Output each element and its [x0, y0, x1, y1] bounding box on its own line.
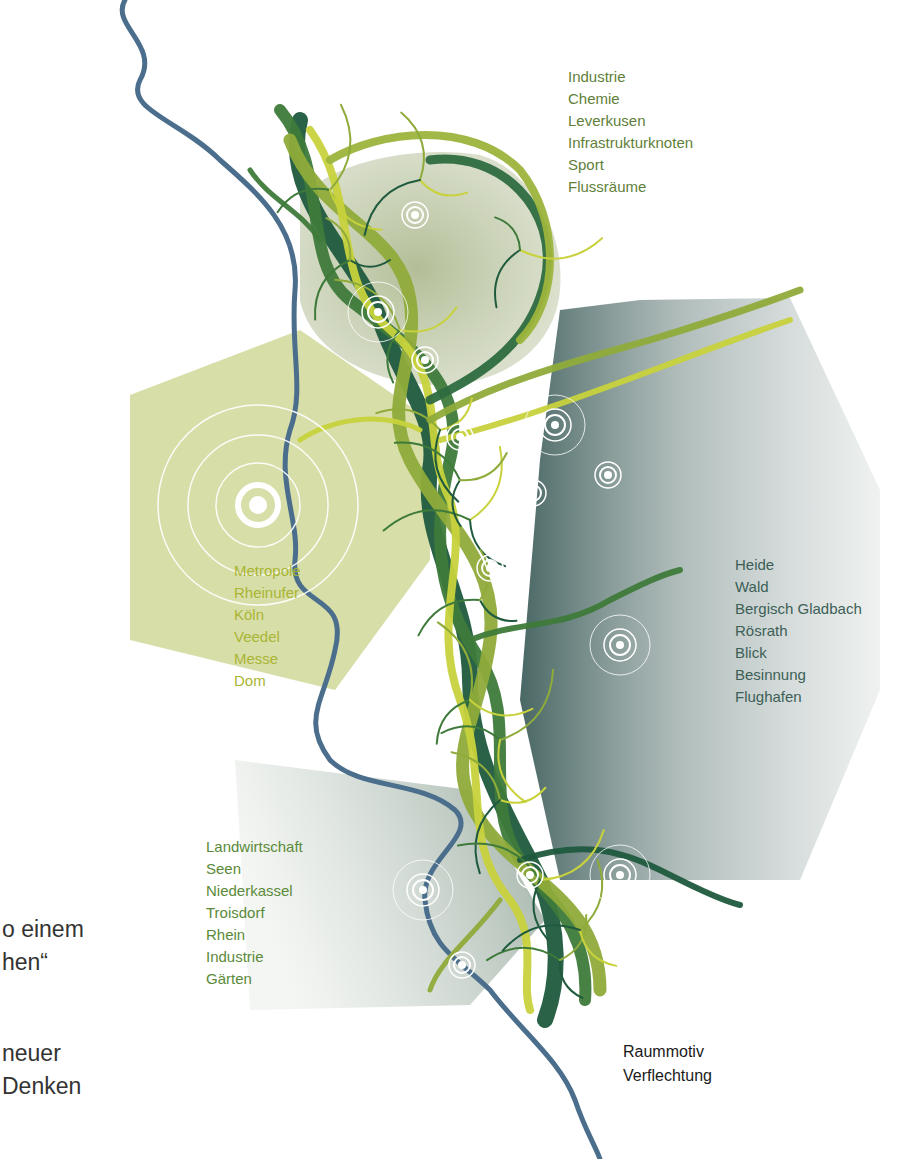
root-tendril [452, 480, 460, 526]
region-keyword: Seen [206, 858, 307, 880]
root-strand [310, 130, 530, 1010]
region-keyword: Köln [234, 604, 305, 626]
root-tendril [452, 752, 500, 800]
region-keyword: Chemie [568, 88, 698, 110]
hotspot-rings [517, 862, 543, 888]
root-strand [280, 110, 585, 1000]
hotspot-rings [477, 555, 503, 581]
root-tendril [278, 189, 330, 213]
hotspot-rings [402, 202, 428, 228]
root-tendril [470, 447, 502, 520]
text-fragment: neuer [2, 1038, 61, 1068]
root-tendril [487, 948, 560, 960]
region-keyword: Veedel [234, 626, 305, 648]
region-keyword: Dom [234, 670, 305, 692]
root-tendril [475, 800, 500, 873]
root-tendril [498, 740, 525, 802]
root-tendril [495, 250, 520, 307]
diagram-caption: Raummotiv Verflechtung [623, 1040, 733, 1088]
region-keyword: Besinnung [735, 664, 866, 686]
root-tendril [520, 238, 602, 258]
root-strand [470, 570, 680, 640]
root-tendril [438, 622, 472, 700]
hotspot-rings [525, 395, 585, 455]
region-keyword: Messe [234, 648, 305, 670]
root-tendril [533, 880, 547, 939]
root-strand [330, 135, 550, 340]
text-fragment: o einem [2, 914, 84, 944]
hotspot-rings [449, 952, 475, 978]
region-west [130, 330, 430, 690]
hotspot-rings [393, 860, 453, 920]
root-tendril [480, 600, 516, 621]
region-keyword: Rhein [206, 924, 307, 946]
region-keyword: Blick [735, 642, 866, 664]
hotspot-rings [590, 615, 650, 675]
root-tendril [400, 307, 457, 331]
root-strand [520, 849, 740, 905]
region-keyword: Heide [735, 554, 866, 576]
region-keyword: Sport [568, 154, 698, 176]
region-keyword: Bergisch Gladbach [735, 598, 866, 620]
root-tendril [540, 830, 604, 880]
hotspot-rings [412, 347, 438, 373]
root-tendril [560, 960, 582, 998]
root-tendril [315, 260, 350, 320]
hotspot-rings [595, 462, 621, 488]
region-label-list: LandwirtschaftSeenNiederkasselTroisdorfR… [206, 836, 307, 990]
root-strand [297, 120, 556, 1020]
root-tendril [580, 930, 616, 966]
region-keyword: Leverkusen [568, 110, 698, 132]
hotspot-rings [348, 282, 408, 342]
region-keyword: Wald [735, 576, 866, 598]
metropole-rings [158, 405, 358, 605]
root-tendril [500, 670, 553, 740]
root-strand [430, 290, 800, 420]
region-keyword: Metropole [234, 560, 305, 582]
root-tendril [580, 860, 602, 930]
region-keyword: Infrastrukturknoten [568, 132, 698, 154]
region-east [520, 298, 880, 880]
root-strand [250, 170, 320, 240]
root-strand [300, 419, 420, 440]
root-tendril [401, 113, 424, 180]
root-tendril [437, 700, 470, 744]
root-tendril [470, 700, 532, 715]
region-keyword: Rösrath [735, 620, 866, 642]
root-strand [430, 900, 500, 990]
hotspot-rings [590, 845, 650, 905]
region-keyword: Landwirtschaft [206, 836, 307, 858]
region-label-list: MetropoleRheinuferKölnVeedelMesseDom [234, 560, 305, 692]
root-tendril [335, 280, 400, 330]
region-keyword: Rheinufer [234, 582, 305, 604]
root-tendril [395, 443, 460, 480]
root-tendril [376, 409, 440, 430]
root-tendril [420, 180, 467, 196]
region-keyword: Flussräume [568, 176, 698, 198]
region-keyword: Flughafen [735, 686, 866, 708]
root-tendril [326, 218, 350, 260]
text-fragment: hen“ [2, 947, 48, 977]
region-keyword: Industrie [206, 946, 307, 968]
root-tendril [460, 453, 507, 480]
region-label-list: HeideWaldBergisch GladbachRösrathBlickBe… [735, 554, 866, 708]
root-tendril [503, 925, 580, 951]
root-tendril [350, 260, 390, 267]
root-tendril [495, 217, 520, 250]
root-strand [440, 320, 790, 440]
hotspot-rings [520, 480, 546, 506]
root-tendril [330, 105, 350, 190]
root-tendril [441, 726, 500, 740]
text-fragment: Denken [2, 1071, 81, 1101]
region-keyword: Gärten [206, 968, 307, 990]
river-rhein [122, 0, 600, 1159]
region-label-list: IndustrieChemieLeverkusenInfrastrukturkn… [568, 66, 698, 198]
region-keyword: Industrie [568, 66, 698, 88]
hotspot-rings [447, 424, 473, 450]
region-keyword: Niederkassel [206, 880, 307, 902]
region-keyword: Troisdorf [206, 902, 307, 924]
